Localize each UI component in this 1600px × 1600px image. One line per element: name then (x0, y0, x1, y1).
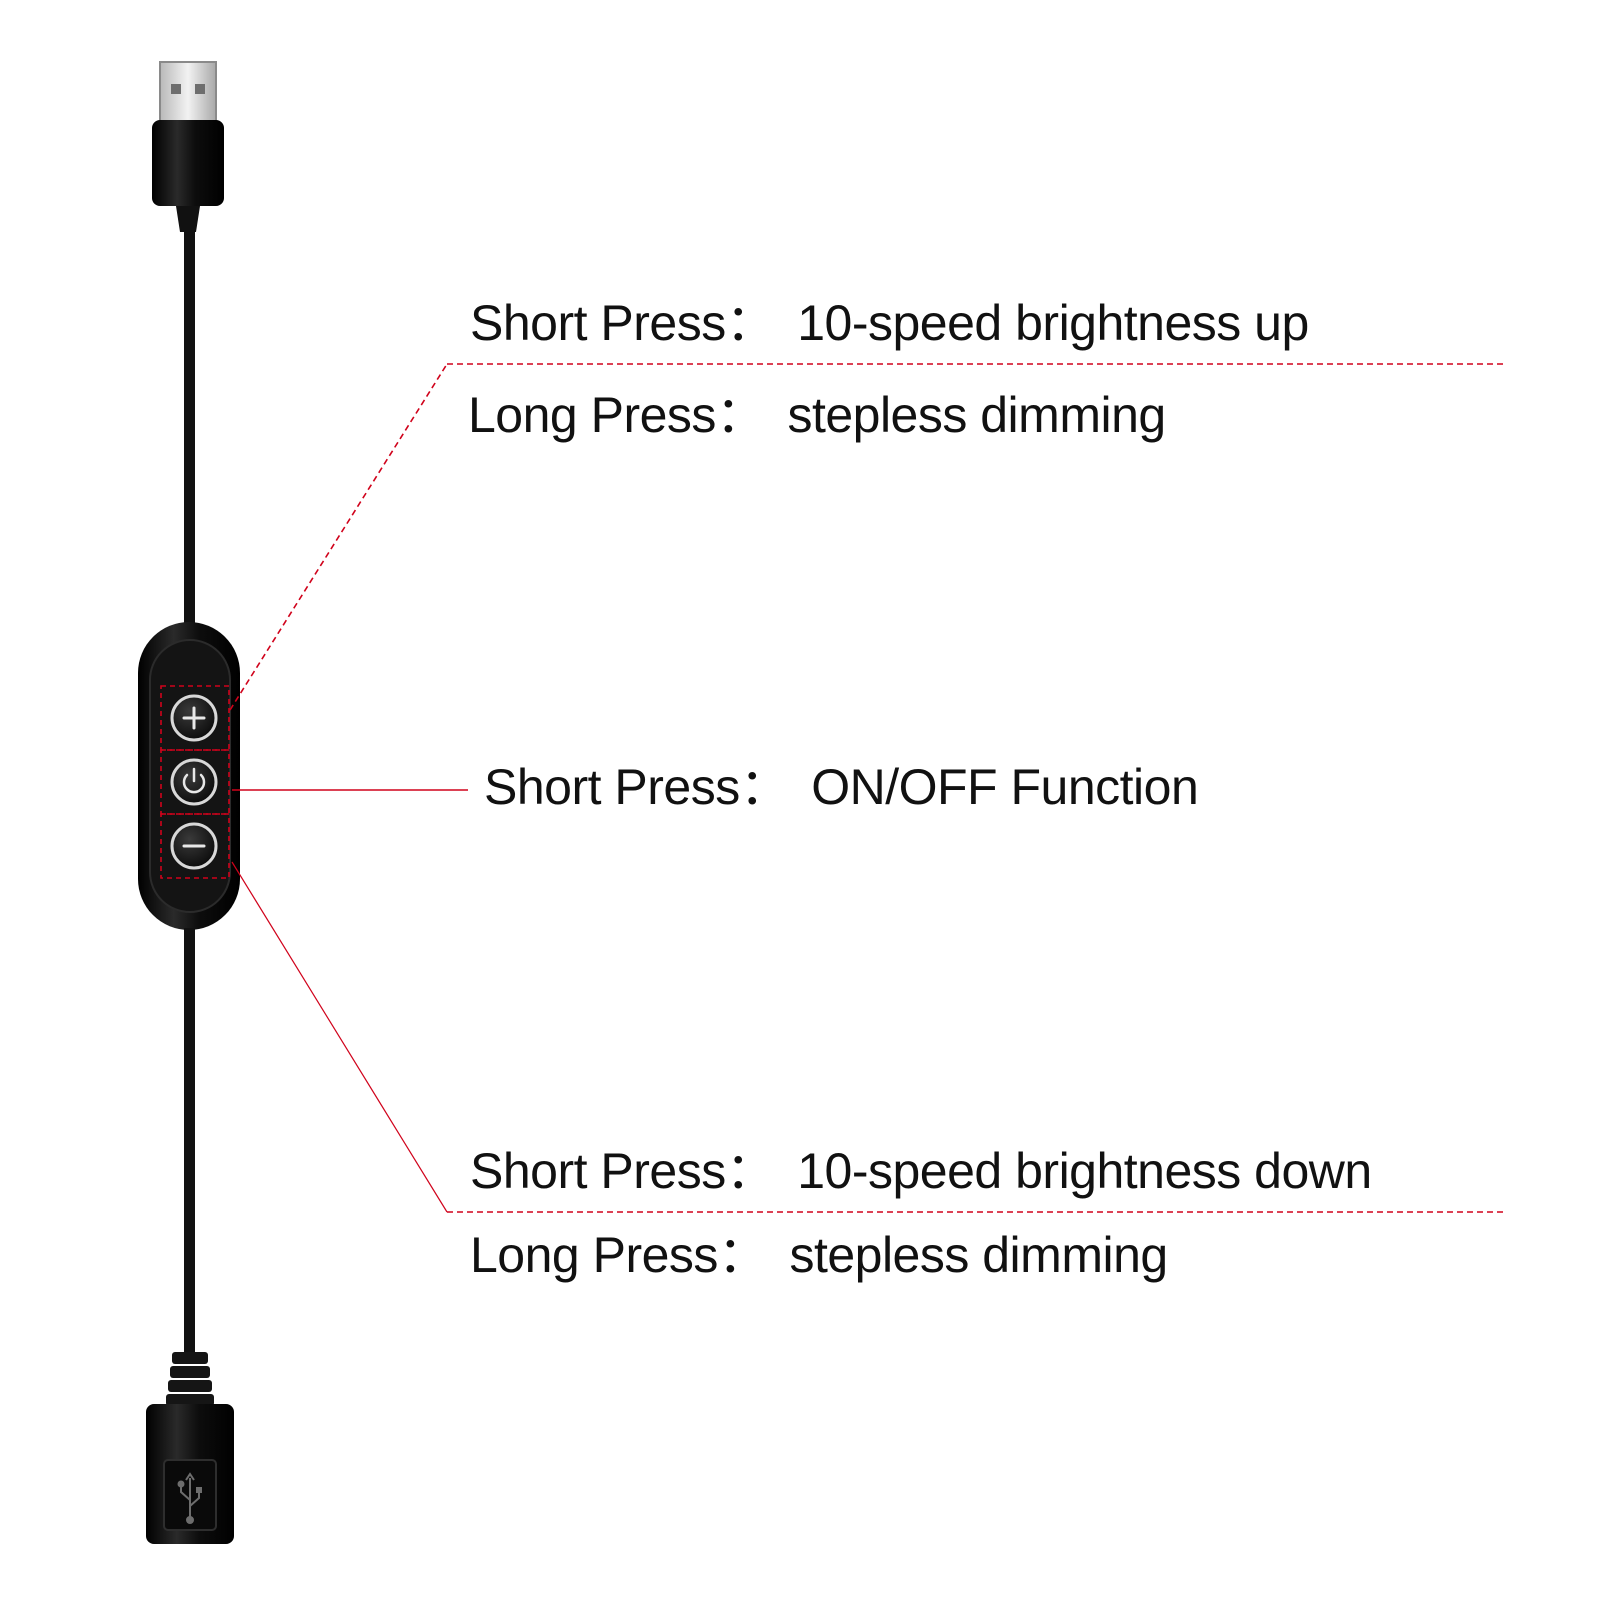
minus-short-press-value: 10-speed brightness down (797, 1143, 1372, 1199)
plus-long-press-key: Long Press： (468, 387, 766, 443)
plus-button[interactable] (170, 694, 218, 742)
power-short-press-label: Short Press： ON/OFF Function (484, 759, 1199, 815)
plus-long-press-label: Long Press： stepless dimming (468, 390, 1166, 440)
cable-lower (184, 928, 195, 1356)
usb-symbol-icon (177, 1472, 202, 1524)
minus-long-press-label: Long Press： stepless dimming (470, 1230, 1168, 1280)
dimmer-switch (138, 622, 240, 930)
usb-metal-plug (159, 61, 217, 125)
plus-short-press-key: Short Press： (470, 295, 776, 351)
plus-long-press-value: stepless dimming (787, 387, 1166, 443)
usb-male-housing (152, 120, 224, 206)
minus-short-press-key: Short Press： (470, 1143, 776, 1199)
power-button[interactable] (170, 758, 218, 806)
plus-icon (182, 706, 206, 730)
minus-short-press-label: Short Press： 10-speed brightness down (470, 1146, 1372, 1196)
power-icon (182, 767, 206, 794)
callout-minus-diagonal (231, 861, 448, 1213)
power-short-press-value: ON/OFF Function (811, 759, 1199, 815)
minus-long-press-value: stepless dimming (789, 1227, 1168, 1283)
minus-button[interactable] (170, 822, 218, 870)
plus-short-press-value: 10-speed brightness up (797, 295, 1309, 351)
usb-female-connector (146, 1352, 234, 1544)
callout-lines (229, 363, 1505, 1213)
callout-plus-diagonal (229, 363, 448, 711)
usb-male-connector (152, 61, 224, 232)
plus-short-press-label: Short Press： 10-speed brightness up (470, 298, 1309, 348)
cable-upper (184, 230, 195, 630)
minus-long-press-key: Long Press： (470, 1227, 768, 1283)
button-highlight-boxes (160, 685, 230, 879)
power-short-press-key: Short Press： (484, 759, 790, 815)
